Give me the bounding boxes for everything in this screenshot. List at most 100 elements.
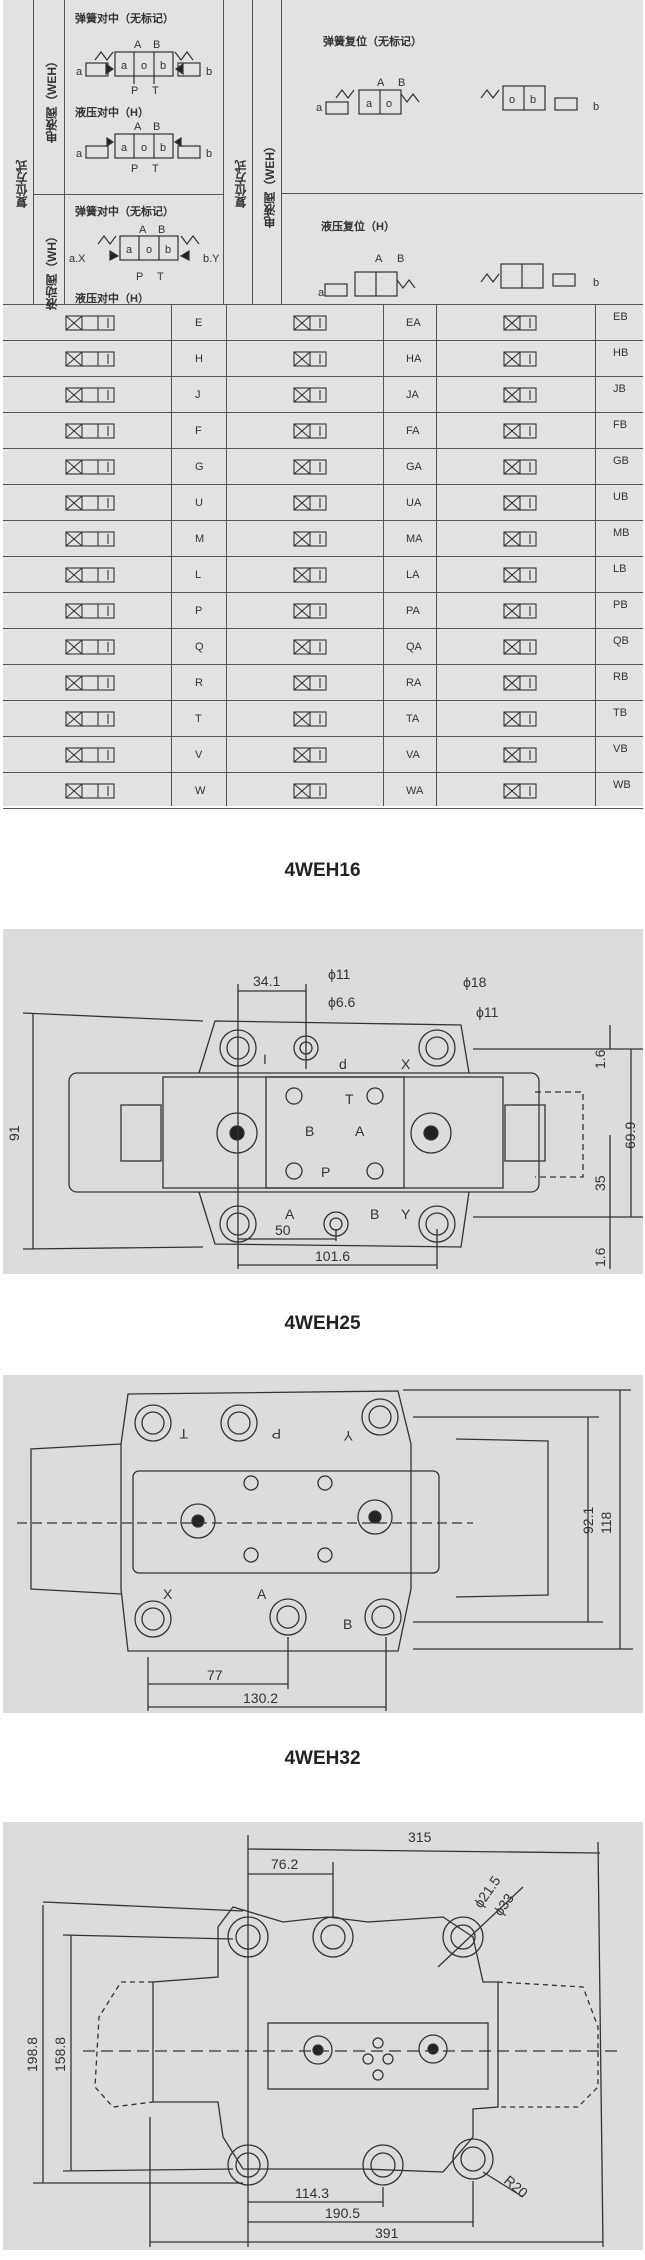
position-label: a bbox=[318, 287, 325, 299]
spool-code: Q bbox=[195, 641, 204, 653]
port-label: A bbox=[355, 1123, 365, 1139]
spool-code-a: JA bbox=[406, 389, 419, 401]
drawing-title-4weh25: 4WEH25 bbox=[284, 1313, 361, 1334]
position-label: b bbox=[165, 244, 171, 256]
port-label: B bbox=[153, 121, 160, 133]
spool-symbol-icon bbox=[65, 315, 115, 331]
divider bbox=[223, 0, 224, 305]
position-label: a bbox=[121, 142, 128, 154]
drawing-4weh16: 34.1 ϕ11 ϕ6.6 ϕ18 ϕ11 91 1.6 69.9 35 1.6… bbox=[3, 929, 643, 1274]
spool-symbol-icon bbox=[65, 351, 115, 367]
table-row: G GA GB bbox=[3, 449, 643, 485]
spool-symbol-icon bbox=[65, 387, 115, 403]
spool-symbol-icon bbox=[503, 711, 537, 727]
spool-code-b: GB bbox=[613, 455, 629, 467]
spool-code-a: MA bbox=[406, 533, 423, 545]
spool-symbol-icon bbox=[293, 423, 327, 439]
port-label: B bbox=[305, 1123, 314, 1139]
spool-symbol-icon bbox=[65, 783, 115, 799]
spool-code-b: UB bbox=[613, 491, 629, 503]
spool-code: E bbox=[195, 317, 203, 329]
spool-symbol-icon bbox=[503, 675, 537, 691]
spool-code: F bbox=[195, 425, 202, 437]
position-label: b bbox=[206, 148, 212, 160]
drawing-4weh16-svg: 34.1 ϕ11 ϕ6.6 ϕ18 ϕ11 91 1.6 69.9 35 1.6… bbox=[6, 966, 643, 1269]
port-label: B bbox=[398, 77, 405, 89]
spool-symbol-icon bbox=[293, 531, 327, 547]
spring-center-title-wh: 弹簧对中（无标记） bbox=[75, 206, 174, 218]
port-label: P bbox=[131, 163, 138, 175]
position-label: a bbox=[366, 98, 373, 110]
dimension-label: 50 bbox=[275, 1222, 291, 1238]
port-label: X bbox=[401, 1056, 411, 1072]
port-label: P bbox=[321, 1164, 330, 1180]
port-label: B bbox=[158, 224, 165, 236]
spool-code-b: FB bbox=[613, 419, 628, 431]
spool-symbol-icon bbox=[503, 495, 537, 511]
drawing-4weh32-svg: 315 76.2 ϕ21.5 ϕ33 198.8 158.8 R20 114.3… bbox=[24, 1829, 623, 2248]
position-label: o bbox=[141, 142, 147, 154]
spool-symbol-icon bbox=[293, 783, 327, 799]
spool-code-a: GA bbox=[406, 461, 422, 473]
spool-code-a: TA bbox=[406, 713, 420, 725]
spool-symbol-icon bbox=[293, 603, 327, 619]
spool-symbol-icon bbox=[65, 639, 115, 655]
divider bbox=[33, 194, 223, 195]
divider bbox=[436, 305, 437, 806]
hydraulic-return-title: 液压复位（H） bbox=[321, 221, 395, 233]
dimension-label: 114.3 bbox=[295, 2185, 329, 2201]
position-label: a bbox=[316, 102, 323, 114]
spool-symbol-icon bbox=[293, 387, 327, 403]
divider bbox=[281, 193, 643, 194]
spool-symbol-icon bbox=[293, 639, 327, 655]
spool-symbol-icon bbox=[65, 423, 115, 439]
spool-symbol-icon bbox=[503, 351, 537, 367]
spool-symbol-icon bbox=[65, 531, 115, 547]
spool-symbol-icon bbox=[293, 315, 327, 331]
spool-code-a: PA bbox=[406, 605, 420, 617]
spool-symbol-icon bbox=[293, 459, 327, 475]
spool-code: T bbox=[195, 713, 202, 725]
dimension-label: 158.8 bbox=[52, 2037, 68, 2072]
port-label: X bbox=[163, 1586, 173, 1602]
divider bbox=[33, 0, 34, 305]
position-label: a bbox=[121, 60, 128, 72]
spool-code: R bbox=[195, 677, 203, 689]
spool-code-a: LA bbox=[406, 569, 420, 581]
spool-code: G bbox=[195, 461, 204, 473]
position-label: o bbox=[386, 98, 392, 110]
divider bbox=[64, 0, 65, 305]
position-label: b bbox=[160, 60, 166, 72]
spool-symbol-table: 复位方式 电液阀（WEH） 液动阀（WH） 复位方式 电液阀（WEH） 弹簧对中… bbox=[3, 0, 643, 809]
position-label: b bbox=[160, 142, 166, 154]
position-label: a bbox=[76, 66, 83, 78]
position-label: a bbox=[76, 148, 83, 160]
spool-code-a: UA bbox=[406, 497, 422, 509]
spool-code-b: VB bbox=[613, 743, 628, 755]
port-label: d bbox=[339, 1056, 347, 1072]
spool-symbol-icon bbox=[65, 603, 115, 619]
spool-code: L bbox=[195, 569, 202, 581]
port-label: A bbox=[375, 253, 383, 265]
spool-code-b: HB bbox=[613, 347, 629, 359]
dimension-label: 391 bbox=[375, 2225, 399, 2241]
port-label: T bbox=[152, 85, 159, 97]
spool-code-b: EB bbox=[613, 311, 628, 323]
dimension-label: 1.6 bbox=[592, 1049, 608, 1069]
spool-code: P bbox=[195, 605, 203, 617]
port-label: A bbox=[285, 1206, 295, 1222]
spool-symbol-icon bbox=[503, 783, 537, 799]
spool-symbol-icon bbox=[293, 567, 327, 583]
spool-symbol-icon bbox=[503, 603, 537, 619]
spool-code-a: HA bbox=[406, 353, 422, 365]
divider bbox=[281, 0, 282, 305]
spool-symbol-icon bbox=[503, 315, 537, 331]
dimension-label: 1.6 bbox=[592, 1247, 608, 1267]
